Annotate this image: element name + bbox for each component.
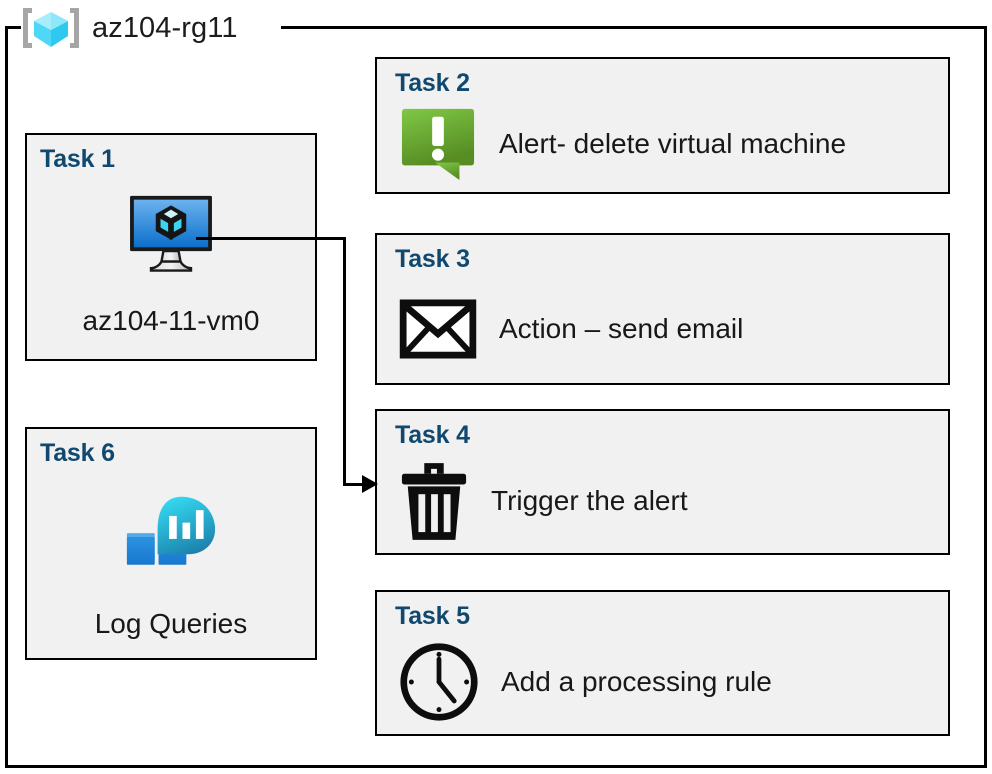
task-caption: az104-11-vm0 — [82, 305, 260, 336]
task-caption-wrap: Log Queries — [27, 608, 315, 640]
connector-segment-horizontal-top — [196, 237, 346, 240]
resource-group-border-top-left — [5, 26, 21, 29]
task-card-task5[interactable]: Task 5 Add a processing rule — [375, 590, 950, 736]
task-card-task6[interactable]: Task 6 — [25, 427, 317, 660]
task-card-task1[interactable]: Task 1 — [25, 133, 317, 361]
task-card-task4[interactable]: Task 4 Trigger the alert — [375, 409, 950, 555]
connector-segment-horizontal-bottom — [343, 483, 369, 486]
resource-group-border-right — [984, 26, 987, 768]
log-analytics-icon — [121, 491, 221, 583]
resource-group-border-left — [5, 26, 8, 768]
alert-exclamation-bubble-icon — [399, 106, 477, 182]
task-title: Task 1 — [40, 145, 115, 173]
task-content-row: Alert- delete virtual machine — [399, 101, 938, 186]
resource-group-name: az104-rg11 — [92, 11, 238, 44]
envelope-icon — [399, 299, 477, 359]
task-title: Task 3 — [395, 245, 470, 273]
resource-group-cube-icon — [18, 4, 84, 52]
resource-group-header: az104-rg11 — [18, 4, 238, 52]
task-caption: Add a processing rule — [501, 666, 772, 697]
resource-group-border-top-right — [281, 26, 987, 29]
task-icon-wrap — [27, 193, 315, 273]
task-title: Task 4 — [395, 421, 470, 449]
task-caption: Log Queries — [94, 608, 248, 639]
task-content-row: Action – send email — [399, 281, 938, 377]
virtual-machine-icon — [125, 193, 217, 273]
task-title: Task 2 — [395, 69, 470, 97]
resource-group-border-bottom — [5, 765, 987, 768]
task-content-row: Add a processing rule — [399, 636, 938, 728]
task-caption: Action – send email — [499, 313, 744, 344]
task-icon-wrap — [27, 491, 315, 583]
trash-can-icon — [399, 459, 469, 543]
task-caption: Trigger the alert — [491, 485, 688, 516]
task-title: Task 5 — [395, 602, 470, 630]
connector-arrowhead-icon — [362, 475, 378, 493]
task-content-row: Trigger the alert — [399, 455, 938, 547]
clock-icon — [399, 642, 479, 722]
task-caption-wrap: az104-11-vm0 — [27, 305, 315, 337]
task-card-task3[interactable]: Task 3 Action – send email — [375, 233, 950, 385]
task-card-task2[interactable]: Task 2 Alert- delete virtual machin — [375, 57, 950, 194]
task-title: Task 6 — [40, 439, 115, 467]
task-caption: Alert- delete virtual machine — [499, 127, 847, 159]
connector-segment-vertical — [343, 237, 346, 485]
